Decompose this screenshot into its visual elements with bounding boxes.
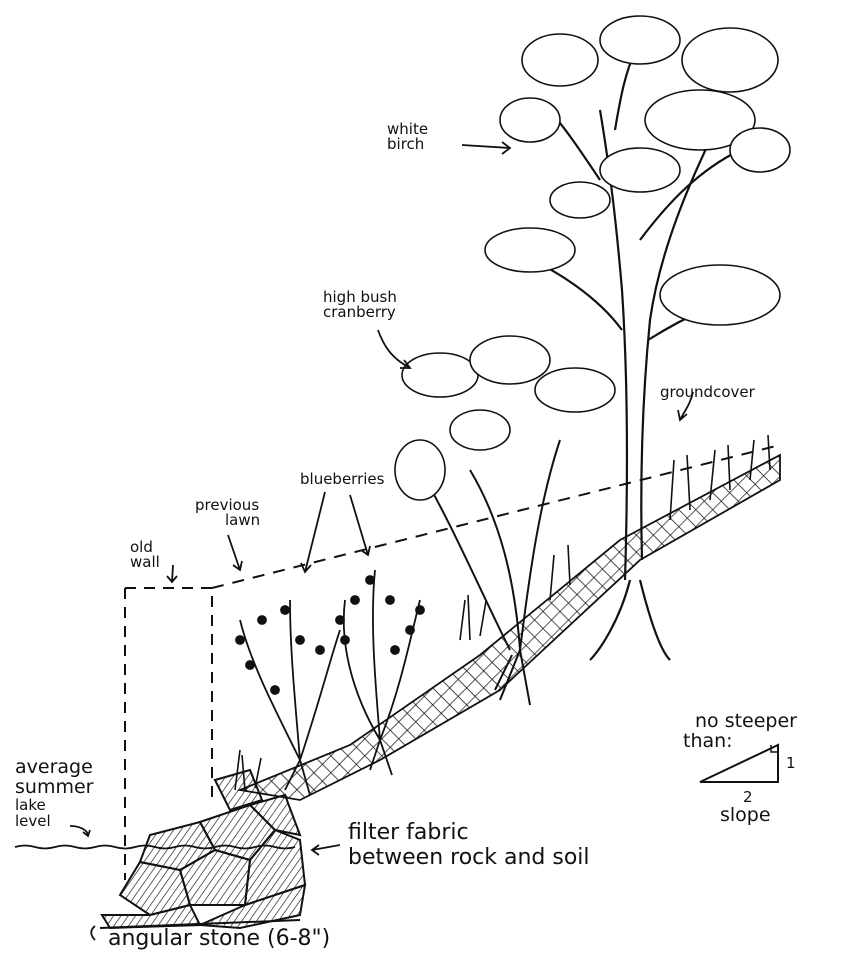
high-bush-cranberry-label: high bush cranberry	[323, 290, 397, 320]
lake-level-label: average summer lake level	[15, 758, 93, 829]
angular-stone-label: angular stone (6-8")	[108, 928, 330, 950]
blueberries-label: blueberries	[300, 472, 384, 487]
groundcover-label: groundcover	[660, 385, 755, 400]
slope-rise-label: 1	[786, 756, 796, 771]
slope-run-label: 2	[743, 790, 753, 805]
white-birch-label: white birch	[387, 122, 428, 152]
slope-caption: slope	[720, 806, 771, 825]
previous-lawn-label: previous lawn	[195, 498, 260, 528]
slope-ratio-title: no steeper than:	[683, 712, 797, 752]
old-wall-label: old wall	[130, 540, 160, 570]
filter-fabric-label: filter fabric between rock and soil	[348, 820, 590, 871]
